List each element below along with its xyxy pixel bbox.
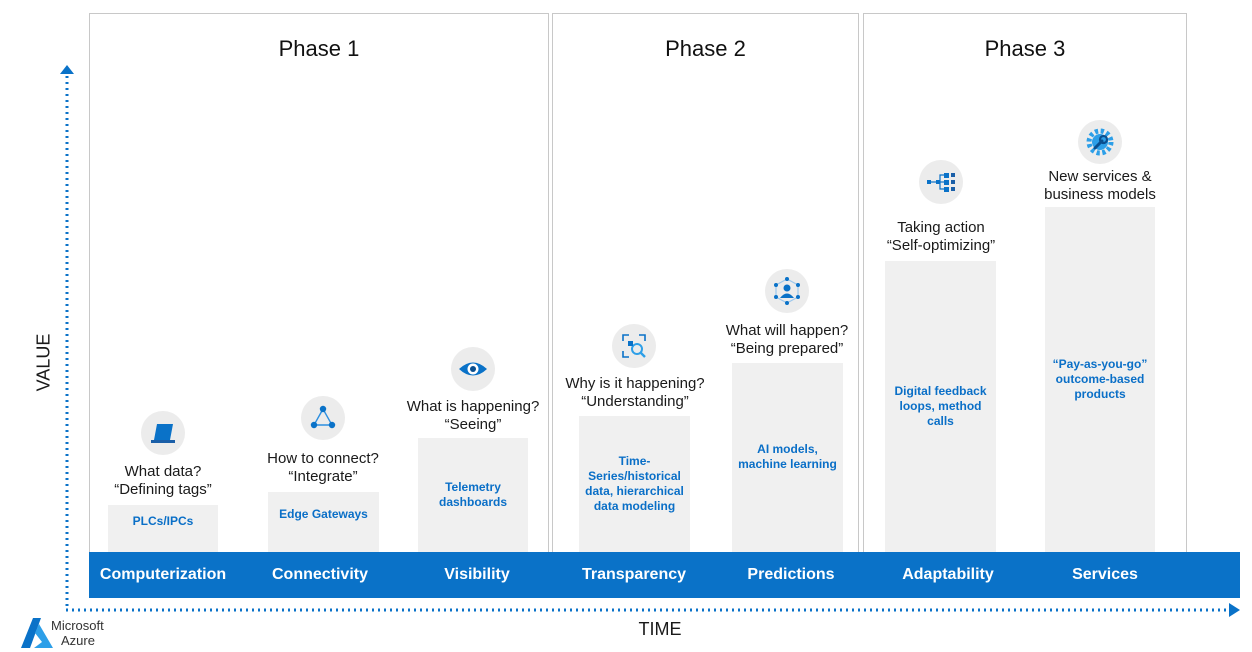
stage-bar: Time-Series/historical data, hierarchica… (579, 416, 690, 552)
network-nodes-icon (301, 396, 345, 440)
x-axis-label: TIME (638, 619, 682, 639)
stage-label-computerization: Computerization (99, 566, 227, 583)
logo-text-azure: Azure (61, 633, 95, 648)
stage-label-predictions: Predictions (747, 566, 835, 583)
stage-subtitle: “Integrate” (288, 468, 358, 485)
gear-wrench-icon (1078, 120, 1122, 164)
stage-bar: AI models, machine learning (732, 363, 843, 552)
stage-label-connectivity: Connectivity (271, 566, 368, 583)
phase-3-title: Phase 3 (984, 36, 1066, 61)
laptop-icon (141, 411, 185, 455)
stage-question: New services & (1048, 168, 1152, 185)
stage-question: What will happen? (725, 322, 849, 339)
stage-subtitle: “Seeing” (444, 416, 502, 433)
stage-bar: Digital feedback loops, method calls (885, 261, 996, 552)
phase-2-title: Phase 2 (665, 36, 746, 61)
stage-label-adaptability: Adaptability (902, 566, 994, 583)
stage-question: What is happening? (406, 398, 540, 415)
stage-band (89, 552, 1240, 598)
stage-question: Why is it happening? (565, 375, 705, 392)
y-axis-label: VALUE (33, 333, 54, 392)
stage-question: How to connect? (267, 450, 379, 467)
stage-subtitle: “Understanding” (581, 393, 689, 410)
stage-bar: Edge Gateways (268, 492, 379, 552)
eye-icon (451, 347, 495, 391)
magnify-scan-icon (612, 324, 656, 368)
stage-bar: Telemetry dashboards (418, 438, 528, 552)
phase-1-title: Phase 1 (278, 36, 360, 61)
stage-label-transparency: Transparency (581, 566, 687, 583)
stage-question: Taking action (897, 219, 985, 236)
stage-subtitle: “Defining tags” (114, 481, 212, 498)
azure-logo-icon (21, 618, 53, 648)
stage-question: What data? (124, 463, 202, 480)
stage-subtitle: business models (1044, 186, 1156, 203)
stage-bar: “Pay-as-you-go” outcome-based products (1045, 207, 1155, 552)
stage-subtitle: “Being prepared” (730, 340, 844, 357)
flow-icon (919, 160, 963, 204)
person-network-icon (765, 269, 809, 313)
time-axis-arrow (66, 603, 1240, 617)
stage-label-visibility: Visibility (444, 566, 510, 583)
stage-label-services: Services (1072, 566, 1138, 583)
stage-subtitle: “Self-optimizing” (886, 237, 996, 254)
value-axis-arrow (60, 65, 74, 610)
stage-bar: PLCs/IPCs (108, 505, 218, 552)
logo-text-microsoft: Microsoft (51, 618, 104, 633)
